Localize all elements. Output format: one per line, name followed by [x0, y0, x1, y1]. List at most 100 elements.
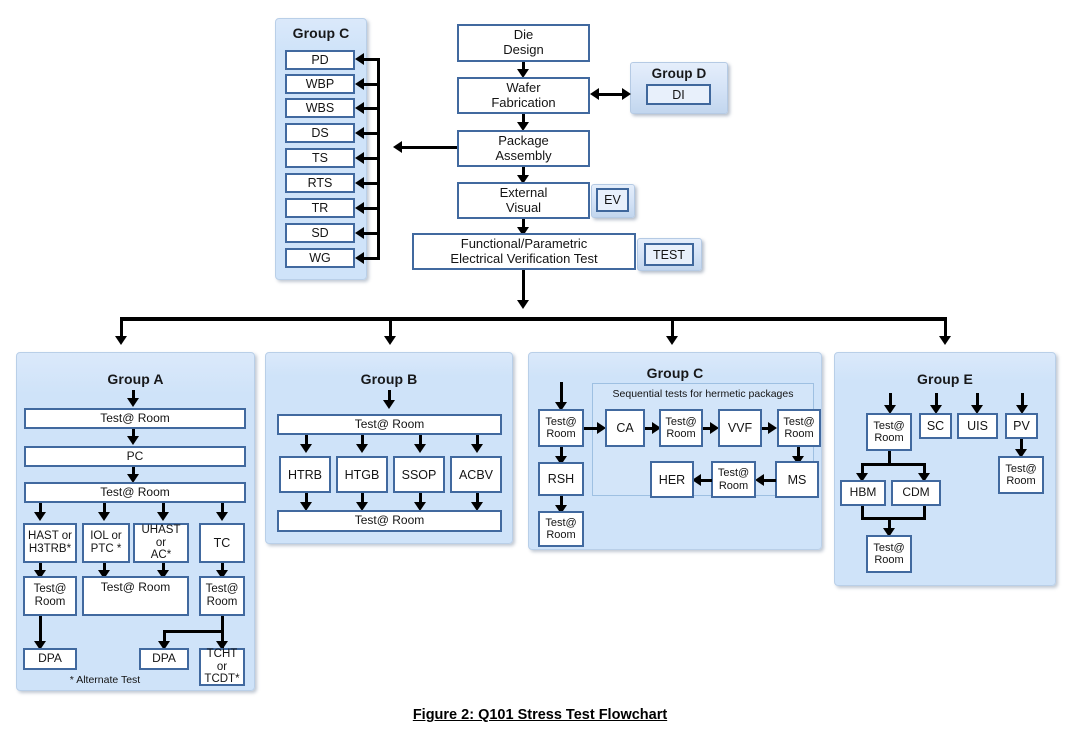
- group-c-item-ds[interactable]: DS: [285, 123, 355, 143]
- group-c-ms[interactable]: MS: [775, 461, 819, 498]
- a-fan-arrow-3: [157, 512, 169, 521]
- c-ms-arrow: [792, 456, 804, 465]
- group-a-iol[interactable]: IOL or PTC *: [82, 523, 130, 563]
- die-design-box[interactable]: Die Design: [457, 24, 590, 62]
- group-e-cdm[interactable]: CDM: [891, 480, 941, 506]
- wafer-groupd-arrow-right: [622, 88, 631, 100]
- a-fan-drop-4: [221, 503, 224, 515]
- b-join-drop-3: [419, 493, 422, 504]
- group-c-item-wbp[interactable]: WBP: [285, 74, 355, 94]
- a-arrow-1: [127, 436, 139, 445]
- e-split-right: [923, 463, 926, 475]
- group-c-item-wg[interactable]: WG: [285, 248, 355, 268]
- group-e-test-room-1[interactable]: Test@ Room: [866, 413, 912, 451]
- group-c-test-room-2[interactable]: Test@ Room: [538, 511, 584, 547]
- group-b-htgb[interactable]: HTGB: [336, 456, 388, 493]
- group-b-title: Group B: [360, 371, 418, 387]
- group-b-ssop[interactable]: SSOP: [393, 456, 445, 493]
- group-a-title-line: [132, 390, 135, 400]
- group-e-pv[interactable]: PV: [1005, 413, 1038, 439]
- group-a-tc[interactable]: TC: [199, 523, 245, 563]
- pkg-to-groupc-arrow: [393, 141, 402, 153]
- group-c-arrow-tr: [355, 202, 364, 214]
- test-chip[interactable]: TEST: [644, 243, 694, 266]
- a-hast-drop: [39, 563, 42, 573]
- a-fan-arrow-2: [98, 512, 110, 521]
- group-e-sc[interactable]: SC: [919, 413, 952, 439]
- functional-parametric-box[interactable]: Functional/Parametric Electrical Verific…: [412, 233, 636, 270]
- group-a-uhast[interactable]: UHAST or AC*: [133, 523, 189, 563]
- group-b-htrb[interactable]: HTRB: [279, 456, 331, 493]
- wafer-fabrication-box[interactable]: Wafer Fabrication: [457, 77, 590, 114]
- group-a-pc[interactable]: PC: [24, 446, 246, 467]
- c-rsh-arrow: [555, 456, 567, 465]
- group-c-test-room-1[interactable]: Test@ Room: [538, 409, 584, 447]
- group-a-title-arrow: [127, 398, 139, 407]
- group-a-test-room-1[interactable]: Test@ Room: [24, 408, 246, 429]
- group-c-test-room-4[interactable]: Test@ Room: [777, 409, 821, 447]
- group-a-tcht[interactable]: TCHT or TCDT*: [199, 648, 245, 686]
- a-fan-arrow-1: [34, 512, 46, 521]
- a-tcht-arrow: [216, 641, 228, 650]
- package-assembly-box[interactable]: Package Assembly: [457, 130, 590, 167]
- ev-chip[interactable]: EV: [596, 188, 629, 212]
- group-a-dpa-1[interactable]: DPA: [23, 648, 77, 670]
- group-c-item-pd[interactable]: PD: [285, 50, 355, 70]
- group-c-item-ts[interactable]: TS: [285, 148, 355, 168]
- b-fan-arrow-2: [356, 444, 368, 453]
- e-merge-left: [861, 506, 864, 519]
- group-b-test-room-2[interactable]: Test@ Room: [277, 510, 502, 532]
- c-test1-to-rsh: [560, 447, 563, 459]
- group-d-item-di[interactable]: DI: [646, 84, 711, 105]
- group-e-uis[interactable]: UIS: [957, 413, 998, 439]
- group-c-arrow-wbs: [355, 102, 364, 114]
- group-a-hast[interactable]: HAST or H3TRB*: [23, 523, 77, 563]
- group-c-item-tr[interactable]: TR: [285, 198, 355, 218]
- external-visual-box[interactable]: External Visual: [457, 182, 590, 219]
- group-b-test-room-1[interactable]: Test@ Room: [277, 414, 502, 435]
- group-b-acbv[interactable]: ACBV: [450, 456, 502, 493]
- group-a-test-room-3[interactable]: Test@ Room: [23, 576, 77, 616]
- b-fan-arrow-1: [300, 444, 312, 453]
- group-c-vvf[interactable]: VVF: [718, 409, 762, 447]
- group-e-test-room-2[interactable]: Test@ Room: [866, 535, 912, 573]
- c-test3-arrow: [652, 422, 661, 434]
- group-c-arrow-wbp: [355, 78, 364, 90]
- fanout-arrow-a: [115, 336, 127, 345]
- fanout-bus: [121, 317, 946, 321]
- b-join-arrow-4: [471, 502, 483, 511]
- group-a-title: Group A: [107, 371, 164, 387]
- group-c-test-room-5[interactable]: Test@ Room: [711, 461, 756, 498]
- c-her-arrow: [692, 474, 701, 486]
- group-e-hbm[interactable]: HBM: [840, 480, 886, 506]
- pkg-to-ev-arrow: [517, 175, 529, 184]
- group-c-rsh[interactable]: RSH: [538, 462, 584, 496]
- group-c-her[interactable]: HER: [650, 461, 694, 498]
- e-pv-arrow: [1015, 449, 1027, 458]
- group-a-test-room-5[interactable]: Test@ Room: [199, 576, 245, 616]
- pkg-to-ev-line: [522, 167, 525, 179]
- group-e-test-room-3[interactable]: Test@ Room: [998, 456, 1044, 494]
- e-cdm-arrow: [918, 473, 930, 482]
- group-a-dpa-2[interactable]: DPA: [139, 648, 189, 670]
- group-c-test-room-3[interactable]: Test@ Room: [659, 409, 703, 447]
- group-c-feed-ts: [362, 157, 380, 160]
- c-test5-to-her-line: [698, 479, 712, 482]
- a-line-2: [132, 467, 135, 475]
- group-c-item-rts[interactable]: RTS: [285, 173, 355, 193]
- group-c-arrow-sd: [355, 227, 364, 239]
- a-uhast-arrow: [157, 570, 169, 579]
- pkg-to-groupc-line: [400, 146, 460, 149]
- group-a-alternate-note: * Alternate Test: [69, 674, 141, 686]
- fanout-drop-a: [120, 317, 123, 339]
- wafer-to-pkg-line: [522, 114, 525, 126]
- a-test5-branch-v: [163, 630, 166, 643]
- c-test1-to-ca-line: [584, 427, 600, 430]
- group-c-item-sd[interactable]: SD: [285, 223, 355, 243]
- group-c-item-wbs[interactable]: WBS: [285, 98, 355, 118]
- fanout-arrow-e: [939, 336, 951, 345]
- group-c-ca[interactable]: CA: [605, 409, 645, 447]
- group-a-test-room-4[interactable]: Test@ Room: [82, 576, 189, 616]
- group-a-test-room-2[interactable]: Test@ Room: [24, 482, 246, 503]
- e-in-arrow-3: [971, 405, 983, 414]
